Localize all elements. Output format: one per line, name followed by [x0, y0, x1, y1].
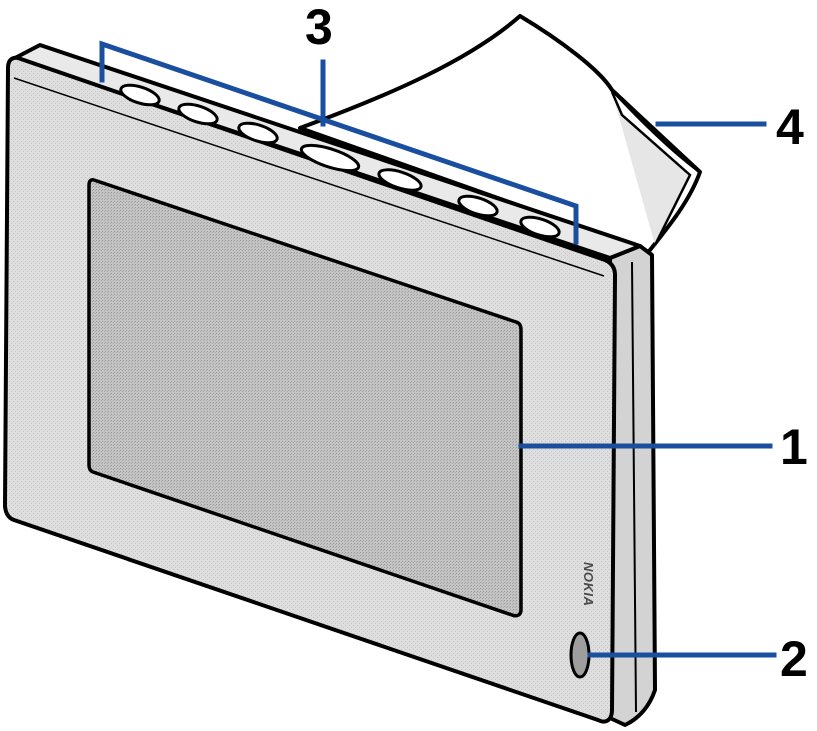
joystick-key-icon: [299, 143, 361, 173]
key-icon: [237, 121, 279, 145]
callout-number-2: 2: [780, 631, 808, 687]
brand-logo: NOKIA: [581, 562, 596, 606]
top-keys: [119, 83, 561, 239]
callout-line-3-bracket: [99, 40, 579, 245]
key-icon: [457, 194, 499, 218]
display-screen: [87, 178, 523, 618]
side-edge-line: [631, 261, 637, 713]
callout-lines: [99, 40, 777, 658]
callout-number-4: 4: [776, 99, 804, 155]
sensor-icon: [569, 631, 591, 679]
callout-number-3: 3: [305, 0, 333, 55]
bezel-inner-line: [13, 77, 605, 277]
key-icon: [177, 102, 219, 126]
key-icon: [119, 83, 161, 107]
key-icon: [377, 168, 423, 192]
device-side: [608, 244, 657, 727]
key-icon: [519, 215, 561, 239]
stand: [298, 14, 702, 260]
callout-number-1: 1: [780, 419, 808, 475]
